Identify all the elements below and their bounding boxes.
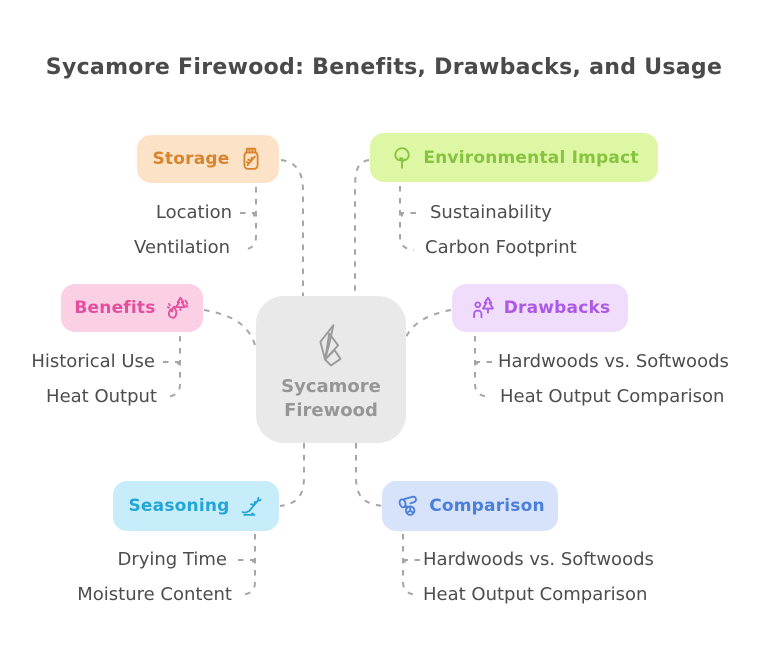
connector-benefits-historical-hook bbox=[163, 361, 179, 370]
branch-node-comparison: Comparison bbox=[382, 481, 558, 531]
branch-label-drawbacks: Drawbacks bbox=[503, 298, 611, 318]
branch-node-drawbacks: Drawbacks bbox=[452, 284, 628, 332]
paper-flame-icon bbox=[319, 323, 342, 366]
connector-drawbacks-children bbox=[474, 336, 490, 398]
connector-storage-location-hook bbox=[240, 212, 255, 221]
campfire-trees-icon bbox=[166, 296, 188, 319]
connector-drawbacks-hardwoods-hook bbox=[476, 361, 492, 370]
connector-environment-sustainability-hook bbox=[401, 212, 416, 221]
connector-storage-center bbox=[280, 159, 304, 296]
center-label-line1: Sycamore bbox=[281, 375, 381, 397]
tree-icon bbox=[394, 146, 410, 169]
connector-drawbacks-center bbox=[401, 309, 452, 349]
connector-storage-children bbox=[241, 187, 257, 251]
child-label-hardwoods-vs-softwoods-comparison: Hardwoods vs. Softwoods bbox=[423, 549, 654, 570]
connector-comparison-children bbox=[402, 534, 418, 596]
jar-sprig-icon bbox=[242, 147, 259, 170]
branch-label-benefits: Benefits bbox=[74, 298, 156, 318]
connector-seasoning-drying-hook bbox=[238, 559, 254, 568]
branch-node-seasoning: Seasoning bbox=[113, 481, 279, 531]
center-node-sycamore-firewood: Sycamore Firewood bbox=[256, 296, 406, 443]
child-label-heat-output-comparison-drawbacks: Heat Output Comparison bbox=[500, 386, 725, 407]
child-label-hardwoods-vs-softwoods-drawbacks: Hardwoods vs. Softwoods bbox=[498, 351, 729, 372]
connector-seasoning-children bbox=[240, 534, 256, 596]
child-label-historical-use: Historical Use bbox=[31, 351, 155, 372]
connector-environment-center bbox=[354, 159, 370, 296]
page-title: Sycamore Firewood: Benefits, Drawbacks, … bbox=[45, 55, 723, 80]
child-label-heat-output-comparison-comparison: Heat Output Comparison bbox=[423, 584, 648, 605]
connector-center-comparison bbox=[355, 443, 384, 507]
branch-label-seasoning: Seasoning bbox=[128, 496, 230, 516]
branch-label-storage: Storage bbox=[152, 149, 230, 169]
connector-comparison-hardwoods-hook bbox=[404, 559, 420, 568]
connector-benefits-center bbox=[203, 309, 257, 349]
child-label-carbon-footprint: Carbon Footprint bbox=[425, 237, 577, 258]
connector-center-seasoning bbox=[279, 443, 305, 507]
branch-label-comparison: Comparison bbox=[429, 496, 545, 516]
child-label-ventilation: Ventilation bbox=[134, 237, 230, 258]
connector-environment-children bbox=[399, 186, 415, 251]
branch-node-environmental-impact: Environmental Impact bbox=[370, 133, 658, 182]
wind-leaves-icon bbox=[241, 496, 262, 516]
child-label-sustainability: Sustainability bbox=[430, 202, 552, 223]
child-label-drying-time: Drying Time bbox=[117, 549, 227, 570]
branch-label-environmental-impact: Environmental Impact bbox=[423, 147, 639, 168]
log-icon bbox=[398, 495, 418, 516]
connector-benefits-children bbox=[165, 336, 181, 398]
person-tree-icon bbox=[472, 296, 494, 319]
branch-node-storage: Storage bbox=[137, 135, 279, 183]
center-label-line2: Firewood bbox=[284, 399, 378, 421]
child-label-moisture-content: Moisture Content bbox=[77, 584, 232, 605]
child-label-heat-output: Heat Output bbox=[46, 386, 157, 407]
branch-node-benefits: Benefits bbox=[61, 284, 203, 332]
child-label-location: Location bbox=[155, 202, 232, 223]
